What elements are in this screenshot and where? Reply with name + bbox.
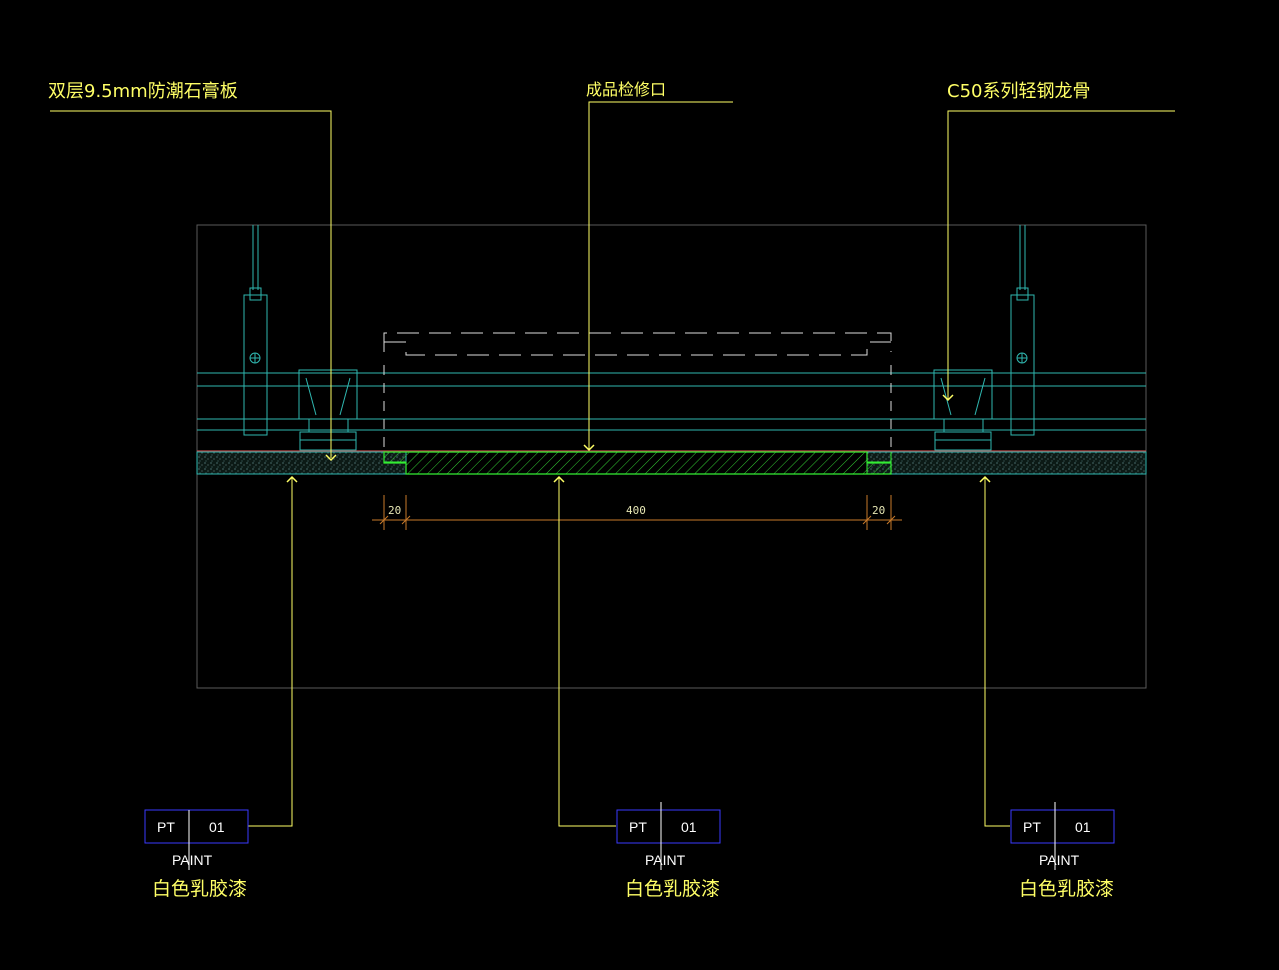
keel-left (298, 369, 358, 451)
gypsum-board-right (866, 451, 1147, 475)
finish-tag-code: PT (1023, 819, 1041, 835)
finish-tag-name: PAINT (645, 852, 686, 868)
leader-arrows-top (325, 394, 954, 462)
hanger-left (243, 225, 268, 436)
finish-tag-desc: 白色乳胶漆 (152, 878, 247, 900)
panel-side-dashes (383, 365, 892, 452)
leader-lines-top (50, 101, 1175, 458)
finish-tag-number: 01 (1075, 819, 1091, 835)
leader-arrows-bottom (286, 475, 991, 483)
dimension-right-edge: 20 (872, 504, 885, 517)
leader-lines-bottom (248, 478, 1010, 827)
callout-label-access-panel: 成品检修口 (586, 80, 666, 99)
finish-tag-name: PAINT (172, 852, 213, 868)
hanger-right (1010, 225, 1035, 436)
access-panel-rim (383, 452, 892, 474)
runner-lines (197, 372, 1146, 431)
finish-tag-name: PAINT (1039, 852, 1080, 868)
finish-tag-desc: 白色乳胶漆 (625, 878, 720, 900)
dimension-opening: 400 (626, 504, 646, 517)
finish-tag-desc: 白色乳胶漆 (1019, 878, 1114, 900)
callout-label-board: 双层9.5mm防潮石膏板 (48, 80, 238, 102)
finish-tag-code: PT (157, 819, 175, 835)
callout-label-keel: C50系列轻钢龙骨 (947, 81, 1090, 102)
keel-right (933, 369, 993, 451)
access-panel (383, 451, 892, 475)
finish-tag-code: PT (629, 819, 647, 835)
finish-tag-right: PT 01 PAINT 白色乳胶漆 (1010, 802, 1115, 900)
panel-frame-dashed (383, 332, 892, 356)
gypsum-board-left (196, 451, 407, 475)
dimension-left-edge: 20 (388, 504, 401, 517)
finish-tag-center: PT 01 PAINT 白色乳胶漆 (616, 802, 721, 900)
finish-tag-number: 01 (681, 819, 697, 835)
finish-tag-number: 01 (209, 819, 225, 835)
finish-tag-left: PT 01 PAINT 白色乳胶漆 (144, 809, 249, 900)
dimension-line (372, 495, 902, 530)
